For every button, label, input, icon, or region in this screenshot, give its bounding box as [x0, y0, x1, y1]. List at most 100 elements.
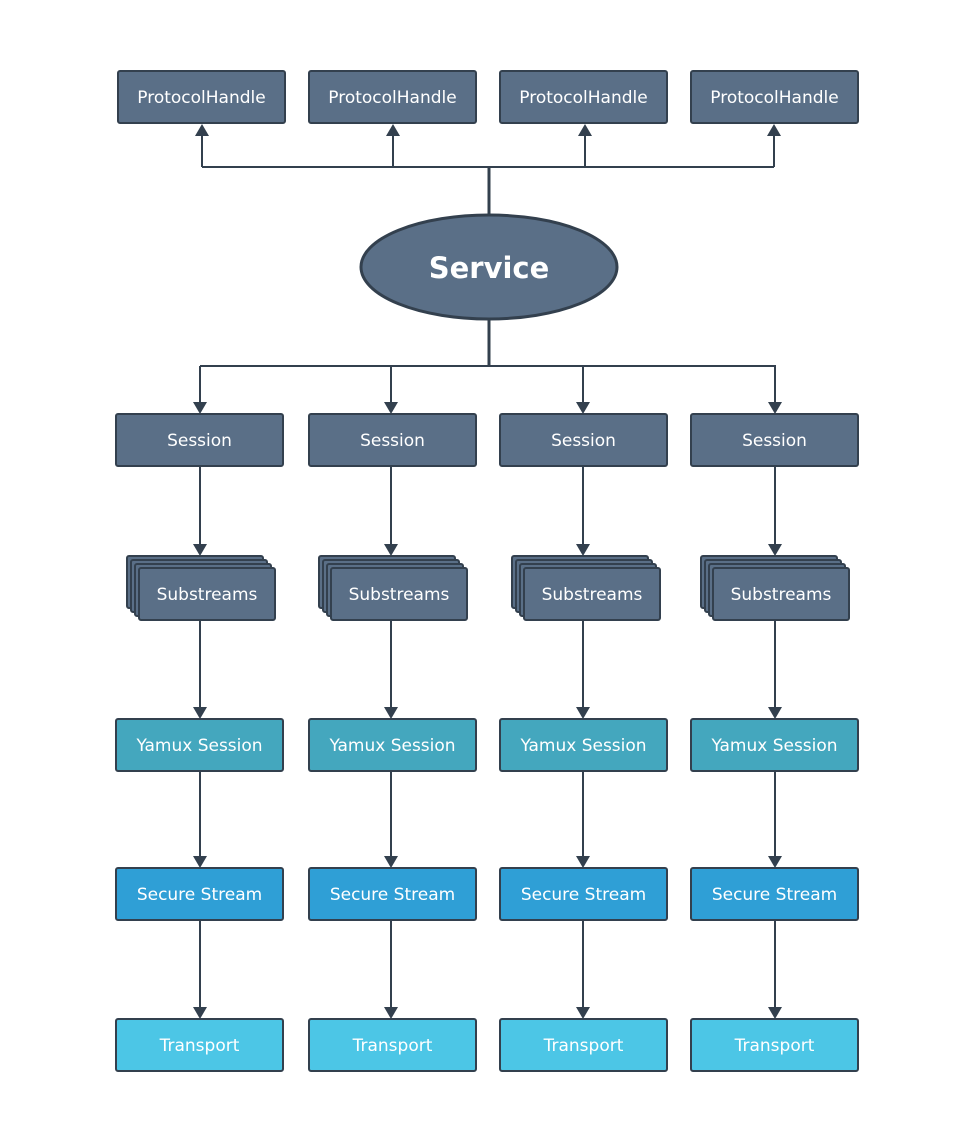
handle-arrow-3: [578, 124, 592, 136]
protocol-handle-2-label: ProtocolHandle: [328, 88, 456, 108]
protocol-handle-1-label: ProtocolHandle: [137, 88, 265, 108]
protocol-handle-3: ProtocolHandle: [499, 70, 668, 124]
secure-stream-box-4-label: Secure Stream: [712, 885, 837, 905]
substreams-stack-4: Substreams: [700, 555, 850, 621]
service-label: Service: [429, 251, 550, 285]
yamux-session-box-2-shape: [308, 718, 477, 772]
substreams-arrow-2: [384, 544, 398, 556]
transport-arrow-2: [384, 1007, 398, 1019]
protocol-handle-2: ProtocolHandle: [308, 70, 477, 124]
yamux-arrow-3: [576, 707, 590, 719]
transport-box-4-label: Transport: [734, 1036, 815, 1056]
secure-stream-box-2-shape: [308, 867, 477, 921]
secure-stream-box-3-label: Secure Stream: [521, 885, 646, 905]
protocol-handle-2-shape: [308, 70, 477, 124]
service-node: Service: [359, 213, 619, 321]
yamux-session-box-2: Yamux Session: [308, 718, 477, 772]
substreams-stack-1: Substreams: [126, 555, 276, 621]
session-box-4-shape: [690, 413, 859, 467]
protocol-handle-4: ProtocolHandle: [690, 70, 859, 124]
yamux-session-box-1: Yamux Session: [115, 718, 284, 772]
substreams-box-3: [523, 567, 661, 621]
secure-stream-box-3-shape: [499, 867, 668, 921]
secure-arrow-2: [384, 856, 398, 868]
substreams-label-2: Substreams: [349, 585, 450, 605]
secure-stream-box-2: Secure Stream: [308, 867, 477, 921]
yamux-session-box-2-label: Yamux Session: [328, 736, 455, 756]
secure-stream-box-4-shape: [690, 867, 859, 921]
secure-stream-box-4: Secure Stream: [690, 867, 859, 921]
secure-stream-box-2-label: Secure Stream: [330, 885, 455, 905]
session-box-2: Session: [308, 413, 477, 467]
connectors: [193, 124, 782, 1019]
session-box-1: Session: [115, 413, 284, 467]
substreams-stack-2: Substreams: [318, 555, 468, 621]
yamux-session-box-4-label: Yamux Session: [710, 736, 837, 756]
session-box-2-shape: [308, 413, 477, 467]
substreams-stack-3: Substreams: [511, 555, 661, 621]
transport-box-4: Transport: [690, 1018, 859, 1072]
secure-stream-box-3: Secure Stream: [499, 867, 668, 921]
substreams-arrow-3: [576, 544, 590, 556]
secure-arrow-3: [576, 856, 590, 868]
yamux-session-box-3-label: Yamux Session: [519, 736, 646, 756]
transport-arrow-1: [193, 1007, 207, 1019]
yamux-arrow-4: [768, 707, 782, 719]
transport-arrow-3: [576, 1007, 590, 1019]
yamux-session-box-1-label: Yamux Session: [135, 736, 262, 756]
session-box-1-shape: [115, 413, 284, 467]
session-box-3: Session: [499, 413, 668, 467]
transport-box-4-shape: [690, 1018, 859, 1072]
transport-box-1-shape: [115, 1018, 284, 1072]
transport-box-2: Transport: [308, 1018, 477, 1072]
handle-arrow-1: [195, 124, 209, 136]
secure-arrow-1: [193, 856, 207, 868]
substreams-arrow-4: [768, 544, 782, 556]
session-box-2-label: Session: [360, 431, 425, 451]
session-arrow-4: [768, 402, 782, 414]
yamux-session-box-4: Yamux Session: [690, 718, 859, 772]
session-box-1-label: Session: [167, 431, 232, 451]
secure-stream-box-1-shape: [115, 867, 284, 921]
session-arrow-1: [193, 402, 207, 414]
session-arrow-3: [576, 402, 590, 414]
substreams-box-1: [138, 567, 276, 621]
transport-box-3-label: Transport: [543, 1036, 624, 1056]
protocol-handle-4-label: ProtocolHandle: [710, 88, 838, 108]
transport-arrow-4: [768, 1007, 782, 1019]
substreams-label-1: Substreams: [157, 585, 258, 605]
session-box-3-shape: [499, 413, 668, 467]
handle-arrow-2: [386, 124, 400, 136]
transport-box-3-shape: [499, 1018, 668, 1072]
substreams-arrow-1: [193, 544, 207, 556]
handle-arrow-4: [767, 124, 781, 136]
yamux-session-box-3-shape: [499, 718, 668, 772]
substreams-label-4: Substreams: [731, 585, 832, 605]
yamux-arrow-2: [384, 707, 398, 719]
protocol-handle-1: ProtocolHandle: [117, 70, 286, 124]
service-ellipse: [359, 213, 619, 321]
session-box-3-label: Session: [551, 431, 616, 451]
session-box-4-label: Session: [742, 431, 807, 451]
protocol-handle-3-label: ProtocolHandle: [519, 88, 647, 108]
protocol-handle-1-shape: [117, 70, 286, 124]
yamux-session-box-1-shape: [115, 718, 284, 772]
transport-box-3: Transport: [499, 1018, 668, 1072]
transport-box-2-shape: [308, 1018, 477, 1072]
transport-box-2-label: Transport: [352, 1036, 433, 1056]
transport-box-1: Transport: [115, 1018, 284, 1072]
yamux-arrow-1: [193, 707, 207, 719]
session-arrow-2: [384, 402, 398, 414]
nodes: ProtocolHandle ProtocolHandle ProtocolHand…: [115, 70, 859, 1072]
substreams-box-2: [330, 567, 468, 621]
protocol-handle-4-shape: [690, 70, 859, 124]
substreams-box-4: [712, 567, 850, 621]
yamux-session-box-4-shape: [690, 718, 859, 772]
substreams-label-3: Substreams: [542, 585, 643, 605]
session-box-4: Session: [690, 413, 859, 467]
protocol-handle-3-shape: [499, 70, 668, 124]
transport-box-1-label: Transport: [159, 1036, 240, 1056]
secure-stream-box-1: Secure Stream: [115, 867, 284, 921]
secure-arrow-4: [768, 856, 782, 868]
